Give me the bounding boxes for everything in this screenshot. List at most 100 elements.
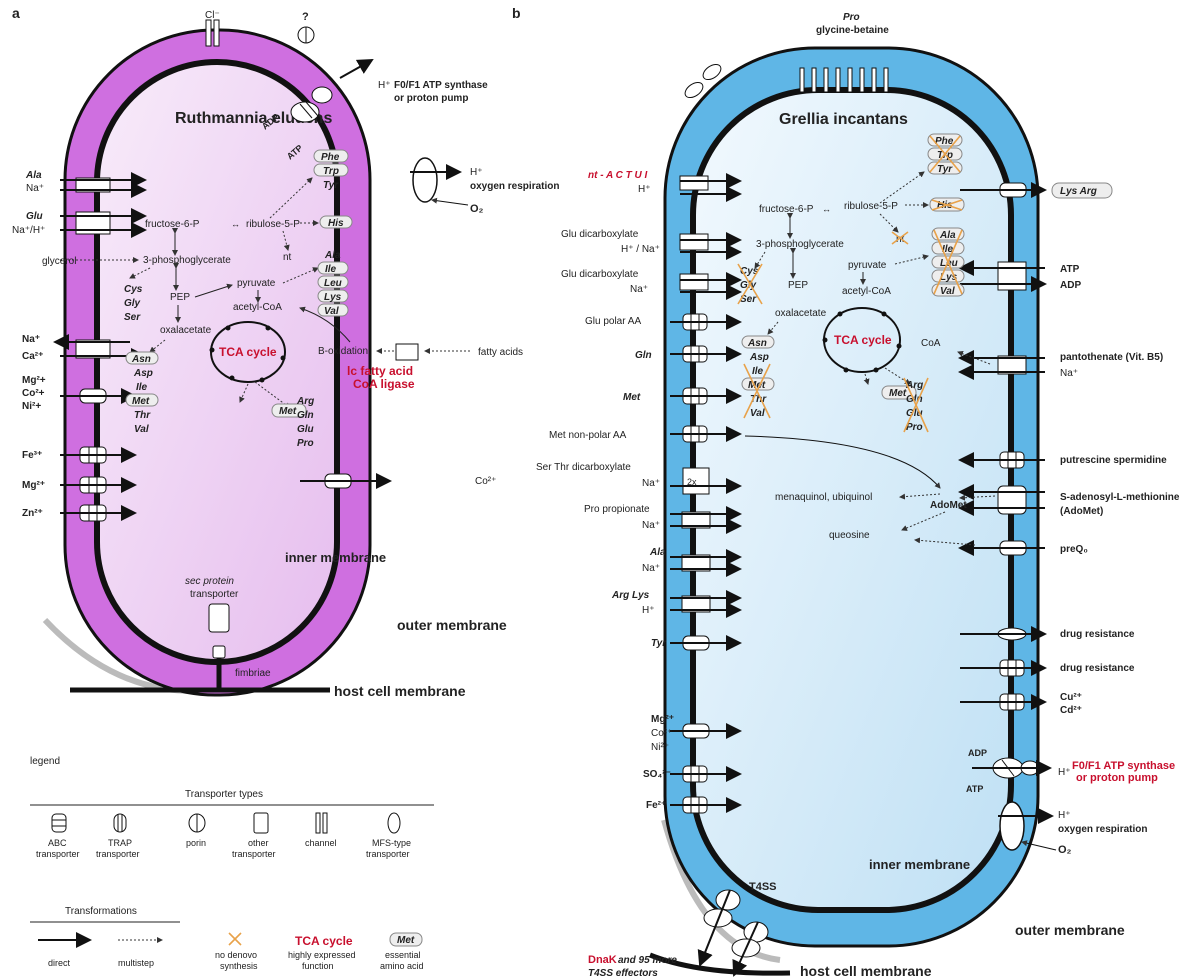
a-aa-phe: Phe <box>321 152 340 163</box>
b-lt-2-2: Na⁺ <box>630 284 648 295</box>
legend-trap-icon <box>114 814 126 832</box>
legend-abc-icon <box>52 814 66 832</box>
b-top-1: Pro <box>843 12 860 23</box>
b-coa: CoA <box>921 338 941 349</box>
a-tca: TCA cycle <box>219 345 277 359</box>
b-pga: 3-phosphoglycerate <box>756 239 844 250</box>
a-f6p: fructose-6-P <box>145 219 200 230</box>
b-lt-14-1: Fe²⁺ <box>646 800 666 811</box>
b-lt-1-2: H⁺ / Na⁺ <box>621 244 660 255</box>
b-lt-11-1: Tyr <box>651 638 667 649</box>
b-met-tca: Met <box>889 388 907 399</box>
panel-b: b Grellia incantans Pro glycine-betaine <box>512 5 1180 978</box>
b-aro-tyr: Tyr <box>937 164 953 175</box>
b-aro-trp: Trp <box>937 150 953 161</box>
b-rt-2-2: Na⁺ <box>1060 368 1078 379</box>
lt-a-3-1: Mg²+ <box>22 375 46 386</box>
lt-a-5-1: Mg²⁺ <box>22 480 45 491</box>
unknown-porin <box>298 27 314 43</box>
a-outer: outer membrane <box>397 617 507 633</box>
b-t4ss: T4SS <box>749 881 777 893</box>
lt-a-1-1: Glu <box>26 211 43 222</box>
b-rt-8-2: Cd²⁺ <box>1060 705 1082 716</box>
lt-4-1: channel <box>305 838 337 848</box>
legend-title: legend <box>30 756 60 767</box>
legend-denovo-2: synthesis <box>220 961 258 971</box>
b-pyruvate: pyruvate <box>848 260 887 271</box>
cl-label: Cl⁻ <box>205 10 220 21</box>
resp-a-ion: H⁺ <box>470 167 483 178</box>
lt-1-1: TRAP <box>108 838 132 848</box>
b-atp-adp: ADP <box>968 748 987 758</box>
a-tca-glu: Glu <box>297 424 314 435</box>
a-glycerol: glycerol <box>42 256 76 267</box>
b-rt-2-1: pantothenate (Vit. B5) <box>1060 352 1163 363</box>
b-lt-2-1: Glu dicarboxylate <box>561 269 639 280</box>
a-oaa-thr: Thr <box>134 410 151 421</box>
b-lt-12-1: Mg²⁺ <box>651 714 674 725</box>
lt-3-1: other <box>248 838 269 848</box>
lt-a-0-2: Na⁺ <box>26 183 44 194</box>
b-atp-name1: F0/F1 ATP synthase <box>1072 760 1175 772</box>
b-pep: PEP <box>788 280 808 291</box>
a-sec-1: sec protein <box>185 576 234 587</box>
b-oaa-val: Val <box>750 408 765 419</box>
b-lt-9-2: Na⁺ <box>642 563 660 574</box>
a-oaa-asp: Asp <box>133 368 153 379</box>
b-oaa: oxalacetate <box>775 308 827 319</box>
atp-a-name1: F0/F1 ATP synthase <box>394 80 488 91</box>
a-pyr-val: Val <box>324 306 339 317</box>
legend-other-icon <box>254 813 268 833</box>
lt-a-0-1: Ala <box>25 170 42 181</box>
a-tca-gln: Gln <box>297 410 314 421</box>
b-rt-1-1: ATP <box>1060 264 1080 275</box>
legend-types-title: Transporter types <box>185 789 263 800</box>
b-rt-4-1: S-adenosyl-L-methionine <box>1060 492 1180 503</box>
panel-b-organism: Grellia incantans <box>779 111 908 128</box>
a-pga-gly: Gly <box>124 298 141 309</box>
a-r5p: ribulose-5-P <box>246 219 300 230</box>
b-resp-o2: O₂ <box>1058 844 1072 856</box>
b-lt-4-1: Gln <box>635 350 652 361</box>
a-oaa-ile: Ile <box>136 382 148 393</box>
b-f6p: fructose-6-P <box>759 204 814 215</box>
lt-a-3-2: Co²+ <box>22 388 45 399</box>
a-fa-transporter <box>396 344 418 360</box>
b-lt-1-1: Glu dicarboxylate <box>561 229 639 240</box>
b-rt-8-1: Cu²⁺ <box>1060 692 1082 703</box>
b-lt-7-2: Na⁺ <box>642 478 660 489</box>
b-lt-10-2: H⁺ <box>642 605 655 616</box>
b-lt-8-1: Pro propionate <box>584 504 650 515</box>
aa-pga-a: Cys Gly Ser <box>124 284 143 323</box>
sec-transporter <box>209 604 229 632</box>
a-pyr-ile: Ile <box>325 264 337 275</box>
a-aa-his: His <box>328 218 344 229</box>
b-lt-7-1: Ser Thr dicarboxylate <box>536 462 631 473</box>
b-acoa: acetyl-CoA <box>842 286 891 297</box>
lt-a-4-1: Fe³⁺ <box>22 450 42 461</box>
legend-multistep: multistep <box>118 958 154 968</box>
a-fimbriae: fimbriae <box>235 668 271 679</box>
b-dnak-2: T4SS effectors <box>588 968 658 978</box>
b-pyr-ala: Ala <box>939 230 956 241</box>
b-rt-1-2: ADP <box>1060 280 1081 291</box>
b-atp-ion: H⁺ <box>1058 767 1071 778</box>
b-lt-10-1: Arg Lys <box>611 590 650 601</box>
panel-b-letter: b <box>512 5 521 21</box>
lt-0-1: ABC <box>48 838 67 848</box>
b-dnak-rest: and 95 more <box>618 955 677 966</box>
b-2x: 2x <box>687 477 697 487</box>
b-resp-label: oxygen respiration <box>1058 824 1147 835</box>
atp-a-name2: or proton pump <box>394 93 468 104</box>
a-met-tca: Met <box>279 406 297 417</box>
b-rt-4-2: (AdoMet) <box>1060 506 1103 517</box>
b-lt-0-1: nt - A C T U I <box>588 170 647 181</box>
b-top-2: glycine-betaine <box>816 25 889 36</box>
b-rt-0-1: Lys Arg <box>1060 186 1097 197</box>
a-inner: inner membrane <box>285 550 386 565</box>
b-lt-9-1: Ala <box>649 547 666 558</box>
b-dbl-arrow: ↔ <box>822 204 831 214</box>
b-r5p: ribulose-5-P <box>844 201 898 212</box>
legend-met-1: essential <box>385 950 421 960</box>
